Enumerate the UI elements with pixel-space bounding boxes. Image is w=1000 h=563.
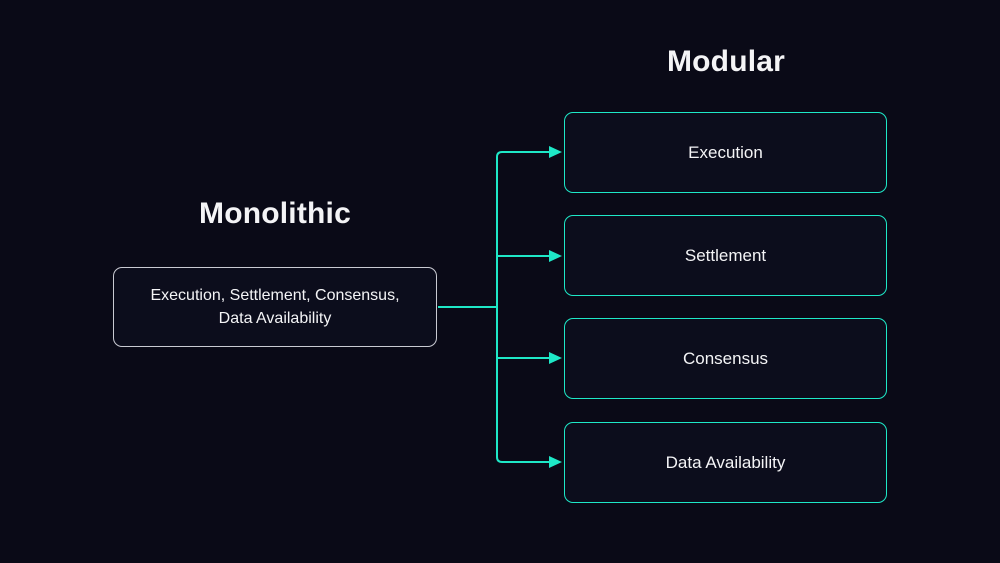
arrowhead-execution-icon bbox=[549, 146, 562, 158]
modular-box-execution: Execution bbox=[564, 112, 887, 193]
modular-box-consensus: Consensus bbox=[564, 318, 887, 399]
modular-title: Modular bbox=[666, 45, 786, 78]
modular-box-label: Execution bbox=[688, 142, 763, 162]
arrowhead-consensus-icon bbox=[549, 352, 562, 364]
modular-box-label: Settlement bbox=[684, 245, 767, 265]
arrowhead-settlement-icon bbox=[549, 250, 562, 262]
trunk-line bbox=[496, 151, 550, 463]
monolithic-box-label-line-2: Data Availability bbox=[218, 310, 332, 327]
modular-box-label: Data Availability bbox=[665, 452, 786, 472]
monolithic-box: Execution, Settlement, Consensus, Data A… bbox=[113, 267, 437, 347]
modular-box-label: Consensus bbox=[682, 348, 769, 368]
monolithic-title: Monolithic bbox=[199, 197, 351, 230]
modular-box-data-availability: Data Availability bbox=[564, 422, 887, 503]
monolithic-box-label-line-1: Execution, Settlement, Consensus, bbox=[150, 287, 400, 304]
modular-box-settlement: Settlement bbox=[564, 215, 887, 296]
arrowhead-data-availability-icon bbox=[549, 456, 562, 468]
